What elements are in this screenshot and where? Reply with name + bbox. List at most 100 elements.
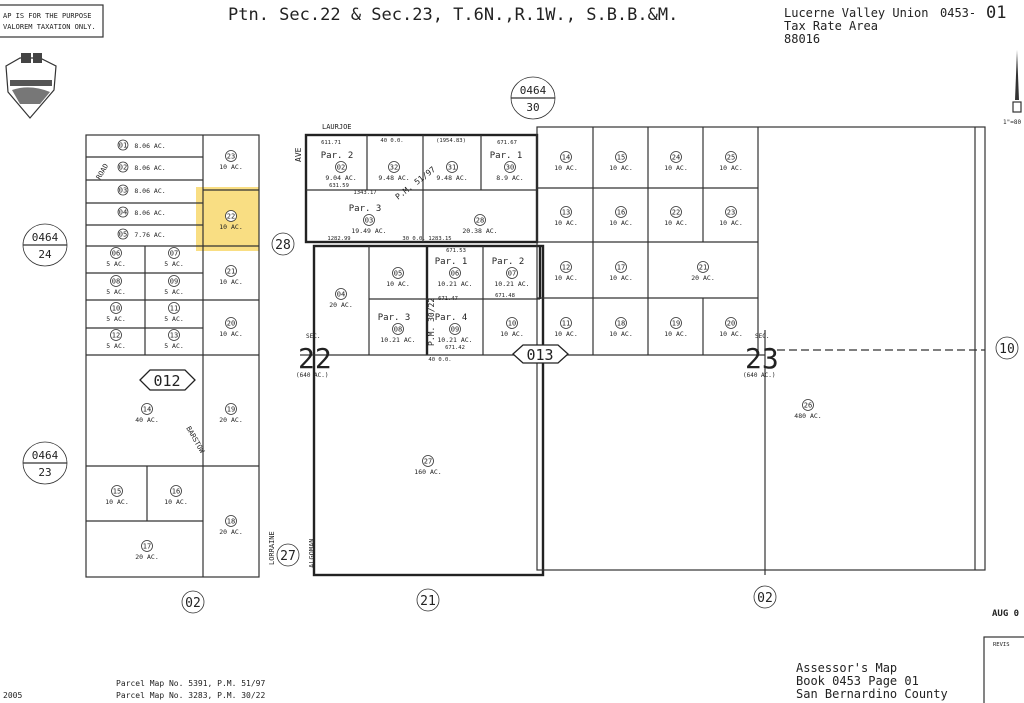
- dimension-label: 671.42: [445, 345, 465, 351]
- parcel[interactable]: 095 AC.: [164, 275, 184, 297]
- svg-text:5 AC.: 5 AC.: [106, 315, 126, 323]
- svg-text:013: 013: [526, 346, 553, 364]
- parcel[interactable]: 329.48 AC.: [378, 161, 410, 183]
- svg-text:10 AC.: 10 AC.: [554, 219, 577, 227]
- dimension-label: 40 0.0.: [380, 138, 403, 144]
- parcel[interactable]: 319.48 AC.: [436, 161, 468, 183]
- parcel[interactable]: 065 AC.: [106, 247, 126, 269]
- parcel[interactable]: 308.9 AC.Par. 1: [490, 151, 524, 182]
- svg-text:28: 28: [275, 238, 291, 253]
- svg-text:9.48 AC.: 9.48 AC.: [378, 174, 409, 182]
- svg-text:22: 22: [298, 342, 332, 375]
- parcel-designation: Par. 2: [492, 257, 525, 267]
- svg-text:10 AC.: 10 AC.: [664, 330, 687, 338]
- parcel[interactable]: 105 AC.: [106, 302, 126, 324]
- parcel-map-ref-1: Parcel Map No. 5391, P.M. 51/97: [116, 679, 265, 688]
- svg-text:10.21 AC.: 10.21 AC.: [380, 336, 415, 344]
- revision-label: REVIS: [993, 642, 1010, 648]
- disclaimer-line1: AP IS FOR THE PURPOSE: [3, 12, 92, 20]
- svg-text:10 AC.: 10 AC.: [719, 219, 742, 227]
- parcel[interactable]: 085 AC.: [106, 275, 126, 297]
- svg-text:13: 13: [170, 332, 178, 340]
- section-23-label: SEC. 23 (640 AC.): [743, 333, 779, 379]
- svg-text:09: 09: [451, 326, 459, 334]
- adjacent-page-reference[interactable]: 28: [271, 232, 295, 256]
- parcel[interactable]: 115 AC.: [164, 302, 184, 324]
- adjacent-page-reference[interactable]: 02: [181, 590, 205, 614]
- svg-text:9.48 AC.: 9.48 AC.: [436, 174, 467, 182]
- parcel[interactable]: 125 AC.: [106, 329, 126, 351]
- adjacent-page-reference[interactable]: 02: [753, 585, 777, 609]
- parcel-designation: Par. 1: [490, 151, 523, 161]
- parcel[interactable]: 135 AC.: [164, 329, 184, 351]
- svg-text:07: 07: [508, 270, 516, 278]
- section-22-label: SEC. 22 (640 AC.): [296, 333, 332, 379]
- svg-text:02: 02: [757, 591, 773, 606]
- parcel[interactable]: 075 AC.: [164, 247, 184, 269]
- svg-text:15: 15: [113, 488, 121, 496]
- svg-text:160 AC.: 160 AC.: [414, 468, 441, 476]
- year-label: 2005: [3, 691, 22, 700]
- svg-text:28: 28: [476, 217, 484, 225]
- svg-text:5 AC.: 5 AC.: [164, 315, 184, 323]
- adjacent-page-reference[interactable]: 21: [416, 588, 440, 612]
- svg-text:40 AC.: 40 AC.: [135, 416, 158, 424]
- parcel[interactable]: 23 10 AC.: [719, 206, 743, 228]
- parcel[interactable]: 029.04 AC.Par. 2: [321, 151, 357, 182]
- svg-text:23: 23: [727, 209, 735, 217]
- svg-text:22: 22: [227, 213, 235, 221]
- adjacent-page-reference[interactable]: 27: [276, 543, 300, 567]
- adjacent-page-reference[interactable]: 10: [995, 336, 1019, 360]
- county-seal-logo: [5, 53, 57, 119]
- svg-text:11: 11: [562, 320, 570, 328]
- svg-text:22: 22: [672, 209, 680, 217]
- svg-text:10 AC.: 10 AC.: [219, 330, 242, 338]
- svg-text:0464: 0464: [520, 84, 547, 97]
- svg-text:0464: 0464: [32, 231, 59, 244]
- svg-text:23: 23: [38, 466, 51, 479]
